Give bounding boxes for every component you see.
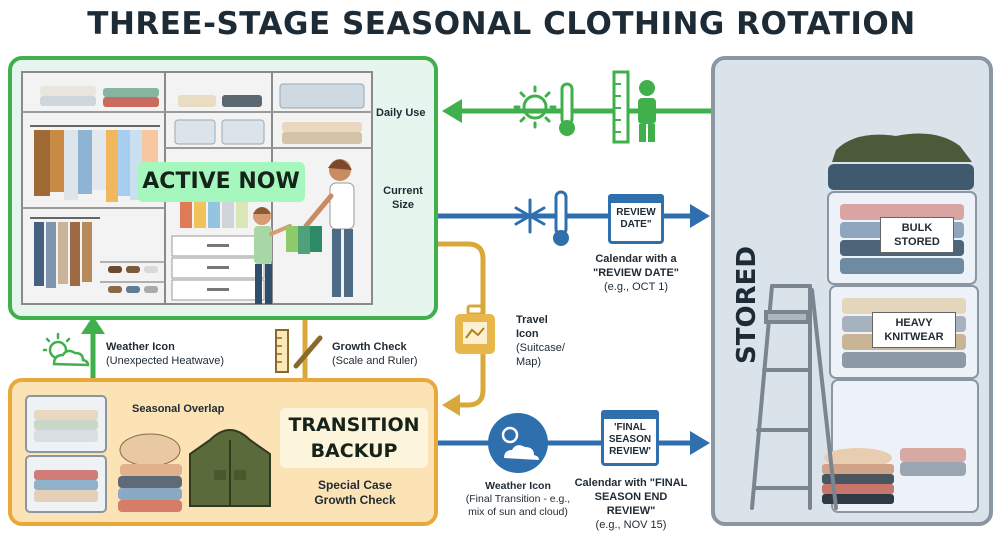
storage-bin-icon (25, 395, 107, 513)
travel-sub-2: Map) (516, 356, 542, 368)
review-cap-1: Calendar with a (595, 253, 677, 265)
travel-title-1: Travel (516, 314, 548, 326)
final-cap-2: SEASON END REVIEW" (594, 491, 668, 517)
final-review-arrow (438, 431, 710, 455)
growth-check-sub: (Scale and Ruler) (332, 355, 418, 367)
weather-heatwave-title: Weather Icon (106, 341, 175, 353)
transition-badge-line-2: BACKUP (310, 440, 398, 462)
daily-use-label: Daily Use (376, 107, 426, 119)
transition-backup-badge: TRANSITION BACKUP (280, 408, 428, 468)
stepladder-icon (750, 284, 838, 510)
special-case-line-1: Special Case (317, 478, 393, 492)
current-size-line-1: Current (383, 185, 423, 197)
snowflake-icon (514, 198, 546, 234)
folded-clothes-stack (822, 448, 894, 504)
sun-icon (513, 85, 557, 129)
bulk-stored-bin-label: BULK STORED (880, 217, 954, 253)
review-date-caption: Calendar with a "REVIEW DATE" (e.g., OCT… (580, 252, 692, 294)
seasonal-overlap-label: Seasonal Overlap (132, 403, 225, 415)
special-case-line-2: Growth Check (314, 493, 396, 507)
final-season-review-caption: Calendar with "FINAL SEASON END REVIEW" … (572, 476, 690, 532)
weather-final-sub-2: mix of sun and cloud) (468, 506, 568, 518)
growth-check-label: Growth Check (Scale and Ruler) (332, 340, 418, 368)
sun-cloud-icon (42, 332, 90, 367)
final-cap-3: (e.g., NOV 15) (595, 519, 667, 531)
review-cap-3: (e.g., OCT 1) (604, 281, 668, 293)
daily-use-arrow (442, 99, 711, 123)
final-cal-line-3: REVIEW' (609, 446, 651, 457)
bin-mid-line-1: HEAVY (895, 317, 933, 329)
growth-check-title: Growth Check (332, 341, 407, 353)
review-cal-line-1: REVIEW (616, 207, 656, 218)
stored-title-text: STORED (732, 246, 762, 364)
current-size-label: Current Size (378, 184, 428, 212)
final-cap-1: Calendar with "FINAL (574, 477, 688, 489)
heavy-knitwear-bin-label: HEAVY KNITWEAR (872, 312, 956, 348)
weather-final-title: Weather Icon (485, 480, 551, 492)
sun-cloud-icon (488, 413, 548, 473)
review-date-calendar-icon: REVIEW DATE" (608, 194, 664, 244)
travel-icon-label: Travel Icon (Suitcase/ Map) (516, 313, 565, 369)
final-season-review-calendar-icon: 'FINAL SEASON REVIEW' (601, 410, 659, 466)
weather-heatwave-arrow (81, 316, 105, 378)
thermometer-icon (559, 82, 575, 136)
stored-title: STORED (722, 235, 772, 375)
bin-top-line-2: STORED (894, 236, 940, 248)
review-cap-2: "REVIEW DATE" (592, 267, 679, 279)
transition-badge-line-1: TRANSITION (288, 414, 420, 436)
final-cal-line-1: 'FINAL (614, 422, 646, 433)
current-size-arrow (438, 204, 710, 228)
ruler-pencil-icon (275, 329, 323, 373)
travel-title-2: Icon (516, 328, 539, 340)
current-size-line-2: Size (391, 199, 414, 211)
suitcase-map-icon (455, 304, 495, 354)
jacket-icon (189, 429, 271, 507)
active-now-badge: ACTIVE NOW (137, 162, 305, 202)
final-cal-line-2: SEASON (608, 434, 652, 445)
weather-heatwave-label: Weather Icon (Unexpected Heatwave) (106, 340, 224, 368)
diagram-title: THREE-STAGE SEASONAL CLOTHING ROTATION (87, 6, 916, 42)
weather-heatwave-sub: (Unexpected Heatwave) (106, 355, 225, 367)
thermometer-icon (553, 190, 569, 246)
travel-sub-1: (Suitcase/ (516, 342, 565, 354)
special-case-label: Special Case Growth Check (296, 478, 414, 508)
weather-final-label: Weather Icon (Final Transition - e.g., m… (456, 480, 580, 519)
weather-final-sub-1: (Final Transition - e.g., (465, 493, 571, 505)
sweater-stack-icon (118, 433, 182, 512)
bin-mid-line-2: KNITWEAR (884, 331, 944, 343)
review-cal-line-2: DATE" (620, 219, 652, 230)
bin-top-line-1: BULK (901, 222, 933, 234)
child-growth-ruler-icon (612, 70, 656, 144)
